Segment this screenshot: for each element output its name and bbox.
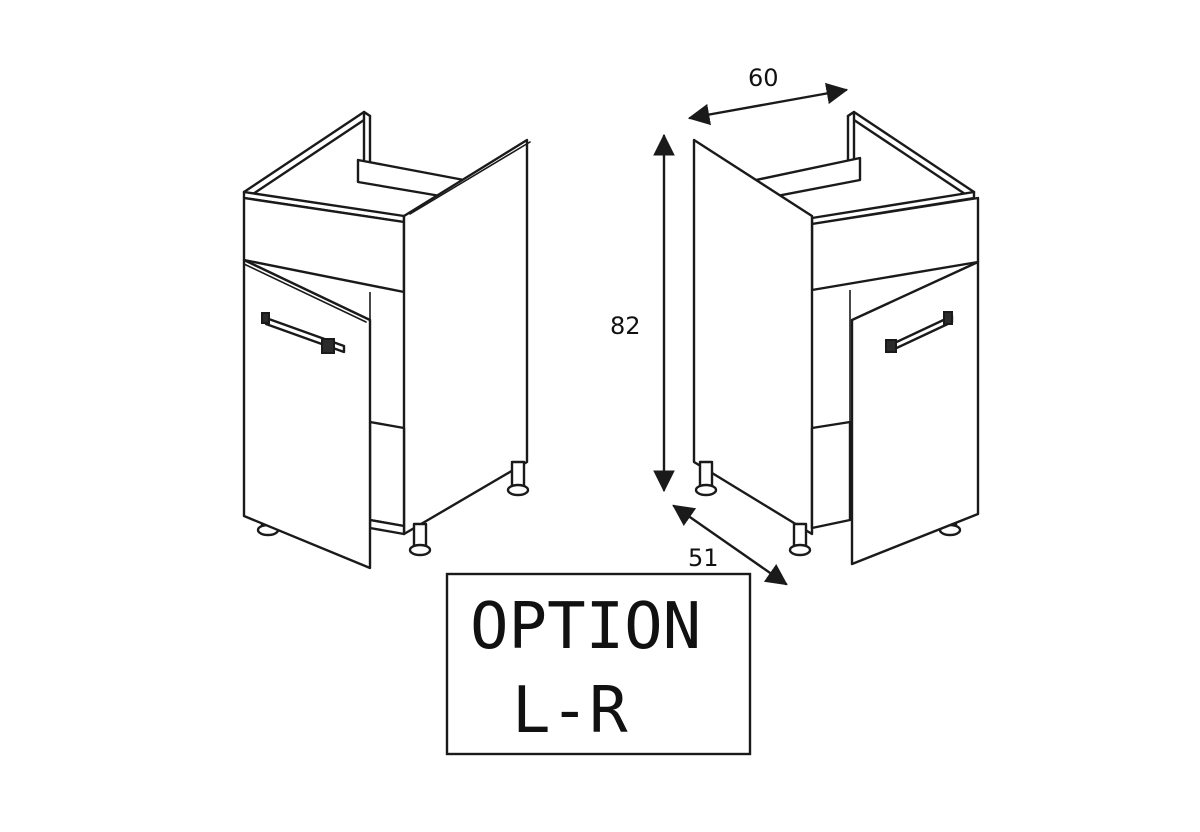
cabinet-left [242,110,531,570]
dimension-height: 82 [610,133,675,493]
option-line-1: OPTION [470,590,701,664]
dimension-width-label: 60 [748,64,779,92]
handle-icon [261,312,346,354]
cabinet-right [692,110,980,566]
handle-icon [885,311,954,354]
option-box: OPTION L-R [445,572,752,756]
dimension-depth: 51 [672,504,788,586]
dimension-height-label: 82 [610,312,641,340]
dimension-depth-label: 51 [688,544,719,572]
option-line-2: L-R [512,674,628,748]
dimension-width: 60 [687,64,849,126]
